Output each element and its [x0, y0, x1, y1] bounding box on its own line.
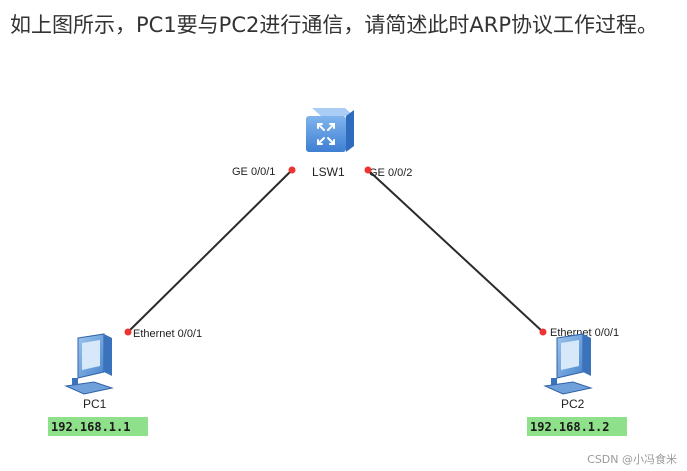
port-dot-pc2: [539, 328, 547, 336]
port-dot-pc1: [124, 328, 132, 336]
switch-icon: [306, 108, 354, 152]
pc2-name-label: PC2: [561, 397, 585, 411]
pc1-name-label: PC1: [83, 397, 107, 411]
pc1-port-label: Ethernet 0/0/1: [133, 328, 202, 340]
pc2-ip-highlight: [527, 417, 627, 436]
question-text: 如上图所示，PC1要与PC2进行通信，请简述此时ARP协议工作过程。: [10, 13, 658, 37]
switch-port-right-label: GE 0/0/2: [369, 167, 412, 179]
switch-port-left-label: GE 0/0/1: [232, 166, 275, 178]
pc-icon: [543, 333, 593, 395]
watermark: CSDN @小冯食米: [587, 453, 677, 466]
link-lsw1-pc2: [367, 169, 544, 333]
pc1-ip-highlight: [48, 417, 148, 436]
port-dot-switch-left: [288, 166, 296, 174]
pc2-ip-label: 192.168.1.2: [530, 420, 609, 434]
port-dot-switch-right: [364, 166, 372, 174]
pc-icon: [64, 333, 114, 395]
pc1-ip-label: 192.168.1.1: [51, 420, 130, 434]
switch-name-label: LSW1: [312, 165, 345, 179]
link-lsw1-pc1: [127, 169, 293, 333]
